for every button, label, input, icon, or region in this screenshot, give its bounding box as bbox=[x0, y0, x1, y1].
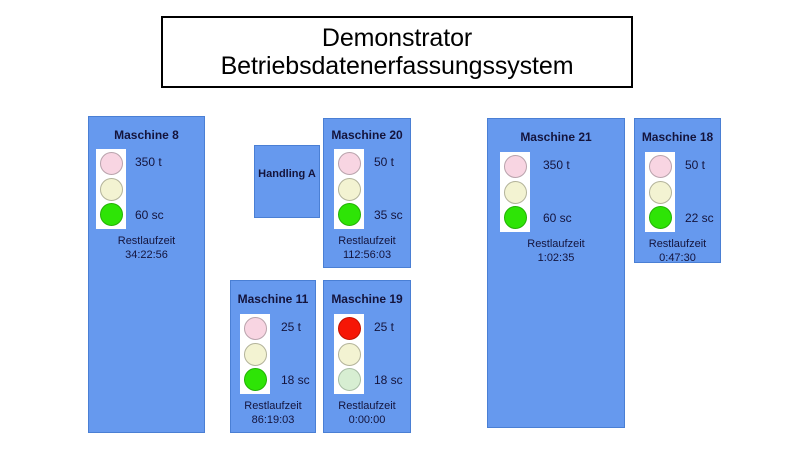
page-title-line-2: Betriebsdatenerfassungssystem bbox=[220, 52, 574, 80]
page-title-box: Demonstrator Betriebsdatenerfassungssyst… bbox=[161, 16, 633, 88]
handling-station-a[interactable]: Handling A bbox=[254, 145, 320, 218]
runtime-value: 112:56:03 bbox=[342, 248, 392, 261]
machine-runtime: Restlaufzeit 0:00:00 bbox=[324, 400, 410, 428]
runtime-label: Restlaufzeit bbox=[338, 235, 396, 247]
machine-runtime: Restlaufzeit 112:56:03 bbox=[324, 235, 410, 263]
lamp-yellow-icon bbox=[337, 177, 361, 201]
machine-title: Maschine 11 bbox=[237, 292, 309, 306]
machine-panel-maschine-21[interactable]: Maschine 21 350 t 60 sc Restlaufzeit 1:0… bbox=[487, 118, 625, 428]
machine-panel-maschine-18[interactable]: Maschine 18 50 t 22 sc Restlaufzeit 0:47… bbox=[634, 118, 721, 266]
machine-top-value: 350 t bbox=[543, 158, 570, 172]
lamp-green-icon bbox=[648, 206, 672, 229]
traffic-light-housing bbox=[500, 152, 530, 232]
machine-title: Maschine 20 bbox=[331, 128, 403, 142]
machine-panel-maschine-11[interactable]: Maschine 11 25 t 18 sc Restlaufzeit 86:1… bbox=[230, 280, 316, 433]
lamp-green-icon bbox=[99, 203, 123, 226]
machine-runtime: Restlaufzeit 0:47:30 bbox=[635, 238, 720, 266]
machine-title: Maschine 8 bbox=[114, 128, 179, 142]
handling-label: Handling A bbox=[258, 168, 316, 180]
runtime-label: Restlaufzeit bbox=[527, 238, 585, 250]
machine-top-value: 50 t bbox=[374, 155, 395, 169]
lamp-yellow-icon bbox=[648, 180, 672, 204]
machine-bottom-value: 60 sc bbox=[135, 208, 164, 222]
machine-bottom-value: 35 sc bbox=[374, 208, 403, 222]
lamp-green-icon bbox=[337, 203, 361, 226]
runtime-label: Restlaufzeit bbox=[244, 400, 302, 412]
machine-panel-maschine-20[interactable]: Maschine 20 50 t 35 sc Restlaufzeit 112:… bbox=[323, 118, 411, 268]
machine-bottom-value: 22 sc bbox=[685, 211, 714, 225]
runtime-value: 34:22:56 bbox=[125, 248, 168, 261]
machine-top-value: 25 t bbox=[374, 320, 395, 334]
runtime-value: 86:19:03 bbox=[251, 413, 295, 426]
lamp-yellow-icon bbox=[243, 342, 267, 366]
machine-bottom-value: 18 sc bbox=[374, 373, 403, 387]
traffic-light-housing bbox=[645, 152, 675, 232]
lamp-yellow-icon bbox=[337, 342, 361, 366]
runtime-label: Restlaufzeit bbox=[338, 400, 396, 412]
machine-top-value: 25 t bbox=[281, 320, 302, 334]
runtime-value: 0:47:30 bbox=[659, 251, 696, 264]
runtime-label: Restlaufzeit bbox=[648, 238, 707, 250]
page-title-line-1: Demonstrator bbox=[321, 24, 473, 52]
machine-title: Maschine 21 bbox=[520, 130, 592, 144]
lamp-red-icon bbox=[99, 152, 123, 175]
machine-runtime: Restlaufzeit 86:19:03 bbox=[231, 400, 315, 428]
machine-panel-maschine-19[interactable]: Maschine 19 25 t 18 sc Restlaufzeit 0:00… bbox=[323, 280, 411, 433]
machine-runtime: Restlaufzeit 34:22:56 bbox=[89, 235, 204, 263]
lamp-red-icon bbox=[337, 317, 361, 340]
lamp-red-icon bbox=[337, 152, 361, 175]
traffic-light-housing bbox=[334, 314, 364, 394]
traffic-light-housing bbox=[334, 149, 364, 229]
traffic-light-housing bbox=[240, 314, 270, 394]
lamp-green-icon bbox=[337, 368, 361, 391]
machine-panel-maschine-8[interactable]: Maschine 8 350 t 60 sc Restlaufzeit 34:2… bbox=[88, 116, 205, 433]
runtime-label: Restlaufzeit bbox=[117, 235, 176, 247]
lamp-green-icon bbox=[243, 368, 267, 391]
machine-top-value: 50 t bbox=[685, 158, 706, 172]
machine-title: Maschine 18 bbox=[641, 130, 714, 144]
lamp-red-icon bbox=[243, 317, 267, 340]
traffic-light-housing bbox=[96, 149, 126, 229]
machine-bottom-value: 60 sc bbox=[543, 211, 572, 225]
machine-runtime: Restlaufzeit 1:02:35 bbox=[488, 238, 624, 266]
lamp-red-icon bbox=[503, 155, 527, 178]
lamp-green-icon bbox=[503, 206, 527, 229]
machine-top-value: 350 t bbox=[135, 155, 162, 169]
runtime-value: 1:02:35 bbox=[537, 251, 575, 264]
runtime-value: 0:00:00 bbox=[348, 413, 386, 426]
lamp-red-icon bbox=[648, 155, 672, 178]
machine-bottom-value: 18 sc bbox=[281, 373, 310, 387]
lamp-yellow-icon bbox=[99, 177, 123, 201]
machine-title: Maschine 19 bbox=[331, 292, 403, 306]
lamp-yellow-icon bbox=[503, 180, 527, 204]
